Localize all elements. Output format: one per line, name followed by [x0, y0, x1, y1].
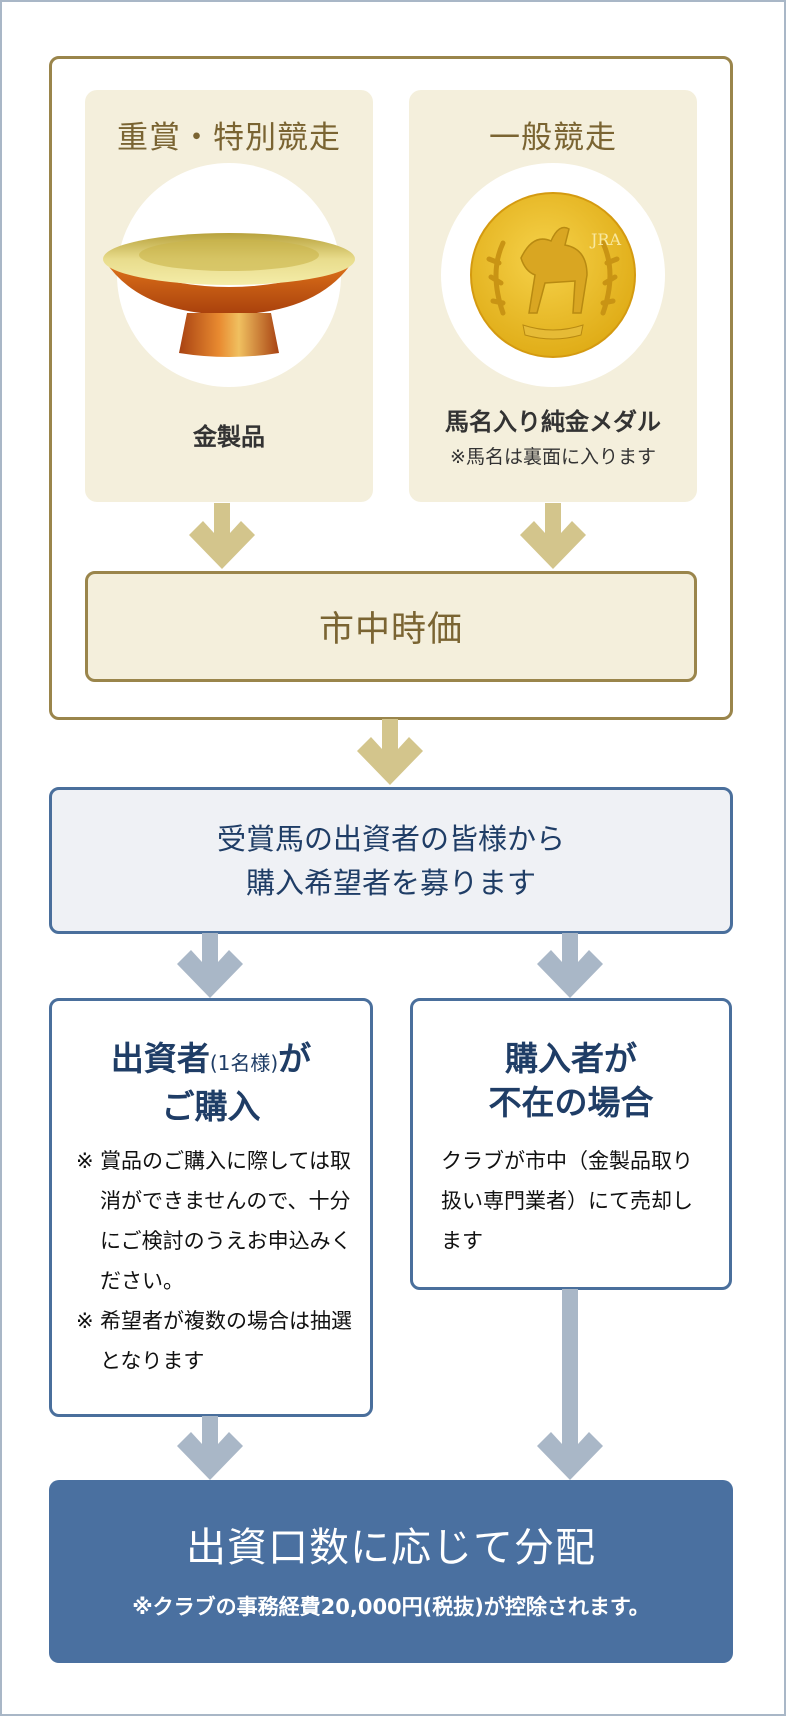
branch-note: クラブが市中（金製品取り扱い専門業者）にて売却します — [441, 1149, 693, 1253]
prize-item-name: 馬名入り純金メダル — [445, 408, 661, 436]
prize-card-general-race: 一般競走 JRA 馬名入り純金メダル ※馬名は裏面に入ります — [409, 90, 697, 502]
note-mark: ※ — [76, 1309, 94, 1333]
prize-item-note: ※馬名は裏面に入ります — [450, 446, 656, 468]
arrow-down-icon — [520, 503, 586, 569]
branch-investor-purchase: 出資者(1名様)が ご購入 ※ 賞品のご購入に際しては取消ができませんので、十分… — [49, 998, 373, 1417]
svg-text:JRA: JRA — [589, 230, 621, 249]
branch-title-line-2: 不在の場合 — [488, 1083, 654, 1122]
branch-title-suffix: が — [278, 1039, 312, 1078]
note-text: 希望者が複数の場合は抽選となります — [100, 1309, 352, 1373]
arrow-down-icon — [189, 503, 255, 569]
recruit-buyers-box: 受賞馬の出資者の皆様から 購入希望者を募ります — [49, 787, 733, 934]
prize-card-graded-race: 重賞・特別競走 — [85, 90, 373, 502]
arrow-down-icon — [177, 1416, 243, 1480]
final-title: 出資口数に応じて分配 — [186, 1525, 596, 1571]
arrow-down-icon — [357, 719, 423, 785]
branch-title-line-2: ご購入 — [161, 1087, 261, 1126]
note-item: ※ 希望者が複数の場合は抽選となります — [76, 1301, 352, 1381]
prize-category-title: 一般競走 — [489, 120, 617, 156]
branch-title: 出資者(1名様)が ご購入 — [52, 1037, 370, 1129]
recruit-line-2: 購入希望者を募ります — [245, 865, 536, 900]
final-note: ※クラブの事務経費20,000円(税抜)が控除されます。 — [132, 1595, 650, 1619]
arrow-down-icon — [537, 1289, 603, 1480]
arrow-down-icon — [177, 933, 243, 998]
distribution-box: 出資口数に応じて分配 ※クラブの事務経費20,000円(税抜)が控除されます。 — [49, 1480, 733, 1663]
branch-notes: ※ 賞品のご購入に際しては取消ができませんので、十分にご検討のうえお申込みくださ… — [76, 1141, 352, 1381]
gold-cup-icon — [103, 233, 355, 357]
image-circle — [103, 163, 355, 387]
note-mark: ※ — [76, 1149, 94, 1173]
branch-title: 購入者が 不在の場合 — [413, 1037, 729, 1125]
branch-title-small: (1名様) — [209, 1051, 279, 1075]
prize-category-title: 重賞・特別競走 — [117, 120, 341, 156]
arrow-down-icon — [537, 933, 603, 998]
branch-title-main: 出資者 — [110, 1039, 210, 1078]
prize-item-name: 金製品 — [193, 423, 265, 451]
recruit-line-1: 受賞馬の出資者の皆様から — [216, 821, 565, 856]
gold-medal-icon: JRA — [470, 192, 636, 358]
image-circle: JRA — [441, 163, 665, 387]
market-price-box: 市中時価 — [85, 571, 697, 682]
note-text: 賞品のご購入に際しては取消ができませんので、十分にご検討のうえお申込みください。 — [100, 1149, 352, 1293]
branch-title-line-1: 購入者が — [505, 1039, 637, 1078]
note-item: ※ 賞品のご購入に際しては取消ができませんので、十分にご検討のうえお申込みくださ… — [76, 1141, 352, 1301]
branch-no-buyer: 購入者が 不在の場合 クラブが市中（金製品取り扱い専門業者）にて売却します — [410, 998, 732, 1290]
